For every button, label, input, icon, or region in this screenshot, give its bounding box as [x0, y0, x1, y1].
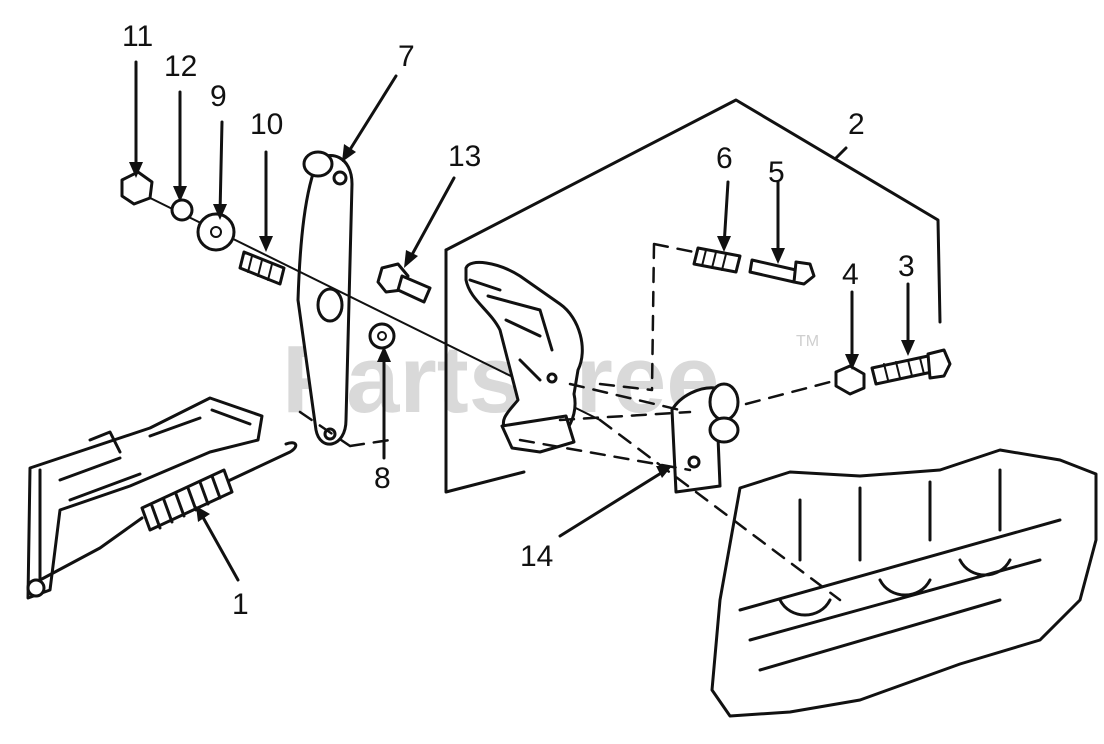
small-plate-drawing: [670, 382, 740, 494]
spring-part-drawing: [38, 441, 298, 582]
callout-3: 3: [898, 250, 915, 283]
leader-arrows: [129, 60, 915, 582]
assembly-bracket-line: [444, 98, 942, 494]
callout-4: 4: [842, 258, 859, 291]
callout-14: 14: [520, 540, 553, 573]
base-bracket-drawing: [26, 396, 264, 600]
callout-13: 13: [448, 140, 481, 173]
callout-9: 9: [210, 80, 227, 113]
callout-8: 8: [374, 462, 391, 495]
bolt-13-drawing: [376, 262, 432, 304]
callout-10: 10: [250, 108, 283, 141]
callout-2: 2: [848, 108, 865, 141]
callout-6: 6: [716, 142, 733, 175]
spring-screw-drawing: [692, 246, 816, 286]
callout-1: 1: [232, 588, 249, 621]
control-bracket-drawing: [464, 261, 584, 454]
lever-arm-drawing: [296, 150, 354, 446]
hardware-stack-drawing: [120, 170, 601, 421]
callout-labels: 11 12 9 10 7 13 2 6 5 4 3 8 1 14: [122, 20, 915, 621]
callout-7: 7: [398, 40, 415, 73]
callout-12: 12: [164, 50, 197, 83]
guide-lines: [298, 242, 842, 602]
watermark-tm: TM: [796, 333, 819, 350]
callout-5: 5: [768, 156, 785, 189]
callout-11: 11: [122, 20, 153, 53]
nut-screw-drawing: [834, 348, 952, 396]
engine-block-drawing: [710, 448, 1098, 718]
